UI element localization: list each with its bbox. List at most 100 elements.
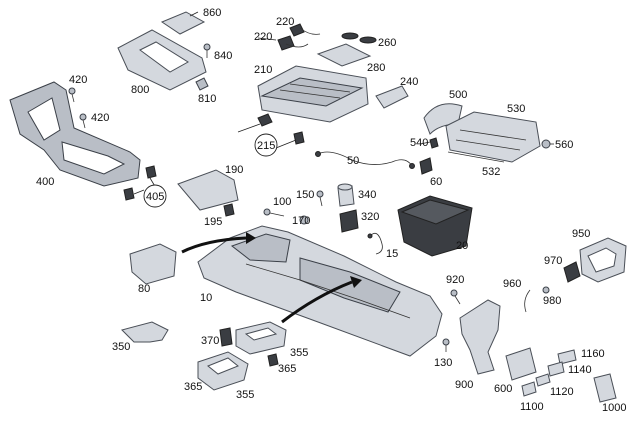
label-340: 340 bbox=[358, 189, 376, 201]
part-900-trim bbox=[459, 299, 501, 375]
part-365-clip-right bbox=[267, 353, 279, 367]
label-860: 860 bbox=[203, 7, 221, 19]
label-600: 600 bbox=[494, 383, 512, 395]
label-150: 150 bbox=[296, 189, 314, 201]
part-10-center-console bbox=[197, 225, 443, 357]
part-540-switch bbox=[429, 137, 439, 149]
label-1000: 1000 bbox=[602, 402, 626, 414]
label-355a: 355 bbox=[290, 347, 308, 359]
part-80-bracket bbox=[129, 243, 177, 285]
label-170: 170 bbox=[292, 215, 310, 227]
part-860-cover-plate bbox=[160, 11, 206, 35]
part-980-screw bbox=[542, 286, 550, 294]
part-320-holder bbox=[339, 209, 359, 233]
label-350: 350 bbox=[112, 341, 130, 353]
label-370: 370 bbox=[201, 335, 219, 347]
label-60: 60 bbox=[430, 176, 442, 188]
part-50-cable-harness bbox=[315, 151, 415, 169]
part-210-control-unit bbox=[257, 65, 369, 123]
label-970: 970 bbox=[544, 255, 562, 267]
part-215-connectors bbox=[237, 113, 305, 149]
part-810-clip bbox=[195, 77, 209, 91]
label-10: 10 bbox=[200, 292, 212, 304]
part-170-clip bbox=[299, 215, 309, 225]
label-960: 960 bbox=[503, 278, 521, 290]
label-190: 190 bbox=[225, 164, 243, 176]
part-800-trim-frame bbox=[117, 29, 207, 91]
label-405: 405 bbox=[146, 191, 164, 203]
label-220a: 220 bbox=[276, 16, 294, 28]
label-400: 400 bbox=[36, 176, 54, 188]
part-405-clips bbox=[123, 165, 157, 201]
part-355-frame-lower bbox=[197, 351, 249, 391]
label-80: 80 bbox=[138, 283, 150, 295]
part-400-bezel-frame bbox=[9, 81, 141, 187]
part-420-screw-a bbox=[68, 87, 76, 103]
label-920: 920 bbox=[446, 274, 464, 286]
label-980: 980 bbox=[543, 295, 561, 307]
part-280-plate bbox=[316, 43, 372, 67]
assembly-arrow-a bbox=[181, 232, 256, 254]
part-1100-switch bbox=[521, 381, 537, 397]
part-15-cable bbox=[367, 232, 383, 255]
leader-lines bbox=[189, 11, 554, 145]
part-1120-switch bbox=[535, 373, 551, 387]
part-420-screw-b bbox=[79, 113, 87, 129]
label-420b: 420 bbox=[91, 112, 109, 124]
label-1140: 1140 bbox=[568, 364, 592, 376]
label-15: 15 bbox=[386, 248, 398, 260]
part-260-pads bbox=[341, 32, 377, 44]
label-130: 130 bbox=[434, 357, 452, 369]
label-560: 560 bbox=[555, 139, 573, 151]
part-960-wire bbox=[524, 289, 531, 313]
part-195-switch bbox=[223, 203, 235, 217]
part-190-panel bbox=[177, 169, 239, 211]
part-240-bracket bbox=[375, 85, 409, 109]
part-1160-switch bbox=[557, 349, 577, 365]
label-210: 210 bbox=[254, 64, 272, 76]
label-320: 320 bbox=[361, 211, 379, 223]
label-540: 540 bbox=[410, 137, 428, 149]
label-800: 800 bbox=[131, 84, 149, 96]
part-970-unit bbox=[563, 261, 581, 283]
part-530-armrest-lid bbox=[445, 111, 541, 163]
label-500: 500 bbox=[449, 89, 467, 101]
part-1140-switch bbox=[547, 361, 565, 377]
part-220-connector-a bbox=[289, 23, 321, 37]
part-1000-cover bbox=[593, 373, 617, 403]
part-600-module bbox=[505, 347, 537, 381]
part-560-clip bbox=[541, 139, 551, 149]
part-220-connector-b bbox=[277, 35, 309, 51]
part-340-cup bbox=[337, 183, 355, 207]
part-150-screw bbox=[316, 190, 324, 207]
label-355b: 355 bbox=[236, 389, 254, 401]
part-950-bezel bbox=[579, 237, 627, 283]
part-532-rod bbox=[447, 151, 505, 163]
label-420a: 420 bbox=[69, 74, 87, 86]
label-365a: 365 bbox=[278, 363, 296, 375]
label-220b: 220 bbox=[254, 31, 272, 43]
label-1100: 1100 bbox=[520, 401, 544, 413]
label-100: 100 bbox=[273, 196, 291, 208]
label-810: 810 bbox=[198, 93, 216, 105]
part-60-switch bbox=[419, 157, 433, 175]
label-950: 950 bbox=[572, 228, 590, 240]
label-195: 195 bbox=[204, 216, 222, 228]
label-50: 50 bbox=[347, 155, 359, 167]
part-100-screw bbox=[263, 208, 285, 217]
label-1120: 1120 bbox=[550, 386, 574, 398]
part-355-frame-upper bbox=[235, 321, 287, 355]
label-840: 840 bbox=[214, 50, 232, 62]
label-280: 280 bbox=[367, 62, 385, 74]
label-1160: 1160 bbox=[581, 348, 605, 360]
label-20: 20 bbox=[456, 240, 468, 252]
part-920-screw bbox=[450, 289, 461, 305]
label-532: 532 bbox=[482, 166, 500, 178]
label-215: 215 bbox=[257, 140, 275, 152]
part-350-bracket bbox=[121, 321, 169, 343]
label-530: 530 bbox=[507, 103, 525, 115]
label-260: 260 bbox=[378, 37, 396, 49]
label-365b: 365 bbox=[184, 381, 202, 393]
label-240: 240 bbox=[400, 76, 418, 88]
